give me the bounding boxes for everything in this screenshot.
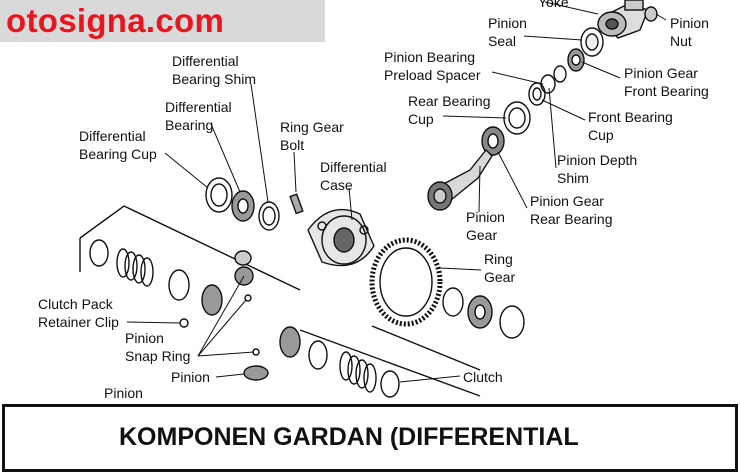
ring-gear-part — [369, 237, 443, 327]
brand-text: otosigna.com — [6, 2, 225, 39]
brand-watermark: otosigna.com — [0, 0, 325, 42]
pinion-gear-front-bearing-part — [567, 48, 585, 72]
label-pinion-bearing-preload-spacer: Pinion Bearing Preload Spacer — [384, 49, 481, 83]
label-differential-bearing-cup: Differential Bearing Cup — [79, 128, 157, 162]
left-clutch-stack — [89, 239, 190, 301]
clutch-frame-outline — [79, 205, 481, 397]
label-differential-case: Differential Case — [320, 159, 391, 193]
label-pinion-seal: Pinion Seal — [488, 15, 531, 49]
label-pinion-gear-rear-bearing: Pinion Gear Rear Bearing — [530, 193, 613, 227]
label-front-bearing-cup: Front Bearing Cup — [588, 109, 677, 143]
rear-bearing-cup-part — [503, 101, 531, 135]
label-yoke: Yoke — [538, 0, 569, 10]
differential-bearing-shim-part — [258, 201, 280, 231]
ring-gear-bolt-part — [289, 193, 304, 215]
pinion-gear-rear-bearing-part — [481, 126, 505, 156]
clutch-pack-retainer-clip-part — [179, 318, 189, 328]
side-gear-right — [279, 326, 301, 358]
label-pinion-gear: Pinion Gear — [466, 209, 509, 243]
label-ring-gear-bolt: Ring Gear Bolt — [280, 119, 348, 153]
caption-title: KOMPONEN GARDAN (DIFFERENTIAL — [119, 423, 579, 451]
pinion-gear-part — [427, 148, 493, 211]
side-gear-left — [201, 284, 223, 316]
label-ring-gear: Ring Gear — [484, 251, 517, 285]
label-clutch: Clutch — [463, 369, 503, 385]
label-differential-bearing-shim: Differential Bearing Shim — [172, 53, 256, 87]
pinion-nut-part — [644, 6, 658, 22]
label-pinion-snap-ring: Pinion Snap Ring — [125, 330, 190, 364]
pinion-gears-center — [234, 250, 269, 381]
label-clutch-pack-retainer-clip: Clutch Pack Retainer Clip — [38, 296, 119, 330]
leader-lines — [126, 1, 667, 383]
right-bearing-set — [442, 287, 525, 339]
differential-case-part — [307, 208, 375, 267]
differential-bearing-part — [231, 190, 255, 222]
front-bearing-cup-part — [528, 82, 546, 106]
label-pinion-nut: Pinion Nut — [670, 15, 713, 49]
right-clutch-stack — [308, 340, 400, 398]
pinion-seal-part — [580, 27, 604, 57]
label-rear-bearing-cup: Rear Bearing Cup — [408, 93, 494, 127]
caption-box: KOMPONEN GARDAN (DIFFERENTIAL — [2, 404, 738, 472]
label-pinion: Pinion — [171, 369, 210, 385]
label-differential-bearing: Differential Bearing — [165, 99, 236, 133]
yoke-part — [597, 0, 649, 39]
label-pinion-gear-front-bearing: Pinion Gear Front Bearing — [624, 65, 709, 99]
label-pinion-cutoff: Pinion — [104, 385, 143, 401]
differential-bearing-cup-part — [205, 177, 233, 213]
label-pinion-depth-shim: Pinion Depth Shim — [557, 152, 641, 186]
part-labels: Yoke Pinion Seal Pinion Nut Pinion Beari… — [38, 0, 713, 401]
